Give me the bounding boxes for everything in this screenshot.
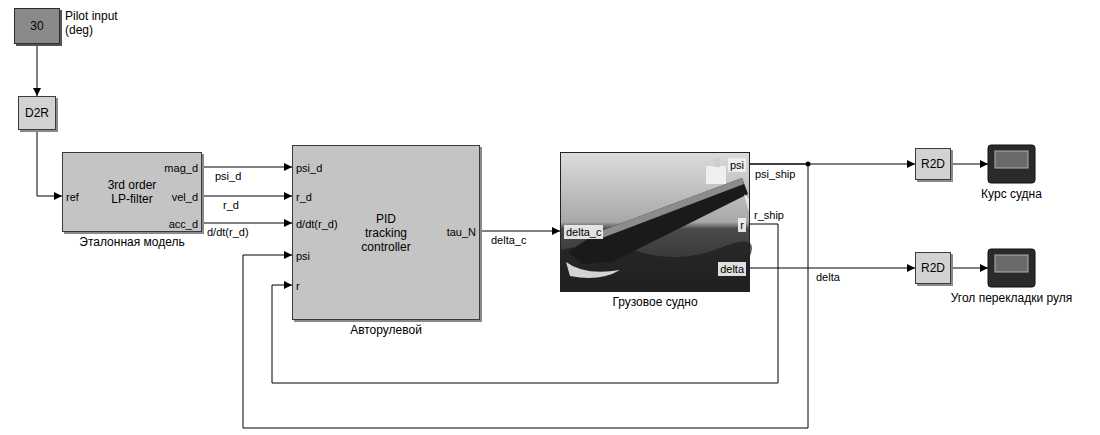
ship-block: delta_cpsirdeltaГрузовое судно [560,152,750,292]
port-name: acc_d [169,217,198,231]
signal-line [202,196,292,197]
ship-photo [560,152,752,292]
signal-name: r_d [222,199,240,212]
signal-line [480,231,560,232]
block-label: PID tracking controller [356,212,416,254]
signal-line [37,130,62,196]
port-name: psi_d [296,161,322,175]
scope-symbol [988,145,1035,183]
signal-name: delta [815,271,841,284]
port-name: mag_d [164,161,198,175]
port-name: vel_d [172,190,198,204]
block-label: D2R [25,106,49,120]
conversion-block: R2D [915,252,951,284]
signal-name: d/dt(r_d) [206,226,250,239]
scope-block: Угол перекладки руля [988,249,1035,287]
signal-line [750,268,915,269]
block-name: Pilot input (deg) [65,9,129,37]
port-name: delta [718,262,746,276]
block-name: Курс судна [981,187,1042,201]
signal-name: r_ship [753,209,785,222]
block-name: Авторулевой [350,323,422,337]
scope-block: Курс судна [988,145,1035,183]
block-name: Эталонная модель [79,235,184,249]
signal-name: psi_ship [754,168,796,181]
port-name: psi [296,249,310,263]
signal-line [202,167,292,168]
block-name: Угол перекладки руля [951,291,1073,305]
constant-value: 30 [30,19,43,33]
block-name: Грузовое судно [612,295,697,309]
port-name: psi [728,158,746,172]
port-name: delta_c [564,225,603,239]
signal-line [951,268,988,269]
signal-name: psi_d [214,170,242,183]
port-name: r [738,218,746,232]
filter-block: refmag_dvel_dacc_d3rd order LP-filterЭта… [62,152,202,232]
signal-line [37,44,38,96]
port-name: ref [66,190,79,204]
port-name: r [296,279,300,293]
block-label: R2D [921,261,945,275]
signal-line [951,164,988,165]
block-label: R2D [921,157,945,171]
conversion-block: R2D [915,148,951,180]
port-name: d/dt(r_d) [296,217,338,231]
constant-block: 30Pilot input (deg) [14,8,60,44]
block-label: 3rd order LP-filter [104,178,160,206]
scope-symbol [988,249,1035,287]
port-name: r_d [296,190,312,204]
signal-line [202,223,292,224]
signal-name: delta_c [490,234,527,247]
controller-block: psi_d r_d d/dt(r_d)psi r PID tracking contro… [292,145,480,320]
conversion-block: D2R [18,96,56,130]
port-name: tau_N [447,225,476,239]
